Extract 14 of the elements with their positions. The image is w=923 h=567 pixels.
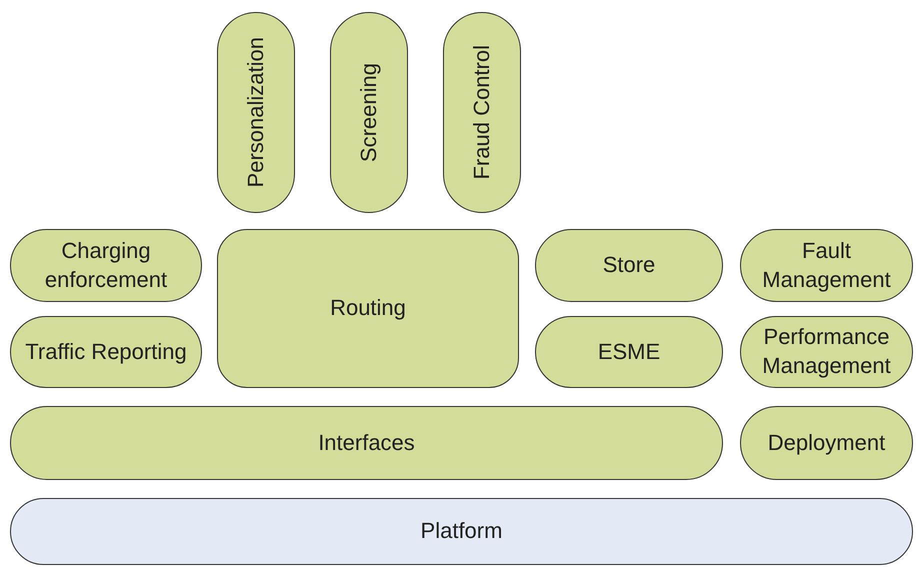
module-label: Charging enforcement xyxy=(44,236,168,294)
module-label: Performance Management xyxy=(761,323,892,380)
module-label: Screening xyxy=(354,62,382,162)
module-label: Fraud Control xyxy=(468,45,495,180)
module-shape xyxy=(217,229,519,388)
module-label: Routing xyxy=(330,294,406,322)
module-label: Traffic Reporting xyxy=(25,338,187,366)
module-label: Deployment xyxy=(768,428,886,457)
module-label: Platform xyxy=(420,517,502,546)
module-label: Fault Management xyxy=(761,236,892,294)
module-label: ESME xyxy=(598,338,660,366)
module-label: Interfaces xyxy=(318,428,415,457)
module-label: Personalization xyxy=(242,37,269,188)
module-label: Store xyxy=(602,251,656,280)
